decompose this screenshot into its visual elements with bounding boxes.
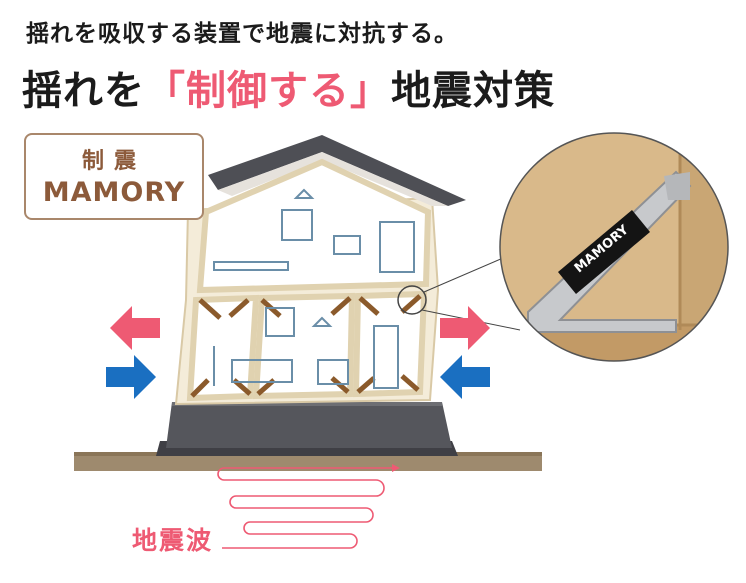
arrow-right-blue — [440, 355, 490, 399]
device-closeup: MAMORY — [500, 133, 728, 361]
headline-accent: 「制御する」 — [145, 68, 391, 114]
badge-line1: 制震 — [81, 149, 146, 174]
headline-post: 地震対策 — [391, 68, 555, 114]
house — [174, 135, 521, 406]
headline: 揺れを「制御する」地震対策 — [22, 58, 555, 116]
wave-label: 地震波 — [132, 526, 214, 555]
picture-frame — [281, 209, 313, 241]
soil-layer — [74, 455, 542, 471]
pendant-lamp — [311, 316, 333, 327]
seismic-wave — [217, 467, 392, 549]
tv — [333, 235, 361, 255]
arrow-left-blue — [106, 355, 156, 399]
product-badge: 制震 MAMORY — [24, 133, 204, 220]
shelf — [379, 221, 415, 273]
window — [265, 307, 295, 337]
roof — [208, 135, 466, 206]
arrow-right-pink — [440, 306, 490, 350]
badge-line2: MAMORY — [42, 177, 186, 208]
arrow-left-pink — [110, 306, 160, 350]
headline-pre: 揺れを — [22, 68, 145, 114]
sofa — [231, 359, 293, 383]
ceiling-lamp — [293, 188, 315, 199]
table — [317, 359, 349, 385]
subtitle: 揺れを吸収する装置で地震に対抗する。 — [26, 21, 458, 47]
zoom-marker — [397, 285, 427, 315]
damper-body — [558, 210, 650, 294]
bed — [213, 261, 289, 271]
fridge — [373, 325, 399, 389]
foundation — [166, 402, 452, 448]
